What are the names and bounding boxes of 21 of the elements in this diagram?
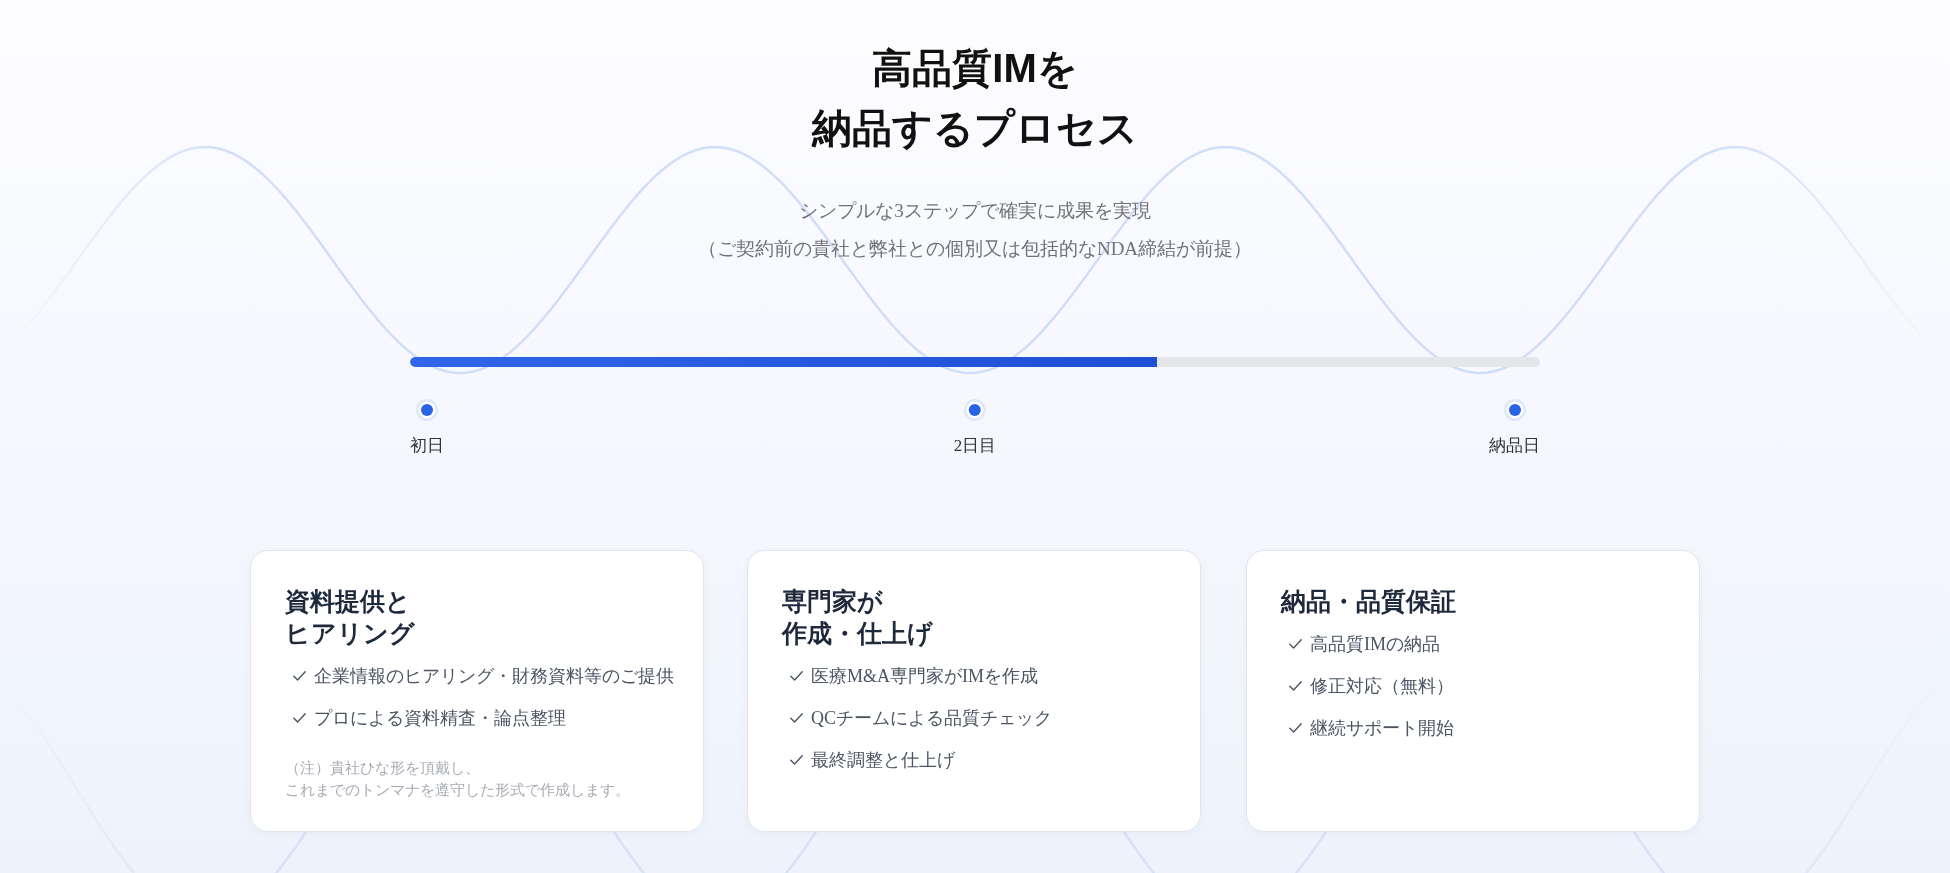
milestone-label: 2日目 <box>953 435 997 457</box>
step-card <box>1246 550 1700 832</box>
checklist-item: 修正対応（無料） <box>1310 675 1454 698</box>
subtitle-text: （ご契約前の貴社と弊社との個別又は包括的なNDA締結が前提） <box>697 237 1253 261</box>
checklist-item: 最終調整と仕上げ <box>811 749 955 772</box>
milestone-label: 初日 <box>410 435 444 457</box>
checklist-item: 企業情報のヒアリング・財務資料等のご提供 <box>314 665 674 688</box>
page-title: 高品質IMを納品するプロセス <box>812 45 1138 152</box>
card-heading: 専門家が作成・仕上げ <box>782 586 933 649</box>
checklist-item: QCチームによる品質チェック <box>811 707 1052 730</box>
milestone-label: 納品日 <box>1489 435 1540 457</box>
step-card <box>747 550 1201 832</box>
checklist-item: 継続サポート開始 <box>1310 717 1454 740</box>
checklist-item: 医療M&A専門家がIMを作成 <box>811 665 1038 688</box>
subtitle-text: シンプルな3ステップで確実に成果を実現 <box>799 199 1151 223</box>
note-text: （注）貴社ひな形を頂戴し、これまでのトンマナを遵守した形式で作成します。 <box>285 759 630 800</box>
checklist-item: 高品質IMの納品 <box>1310 633 1440 656</box>
step-card <box>250 550 704 832</box>
card-heading: 資料提供とヒアリング <box>285 586 415 649</box>
checklist-item: プロによる資料精査・論点整理 <box>314 707 566 730</box>
card-heading: 納品・品質保証 <box>1281 586 1456 617</box>
